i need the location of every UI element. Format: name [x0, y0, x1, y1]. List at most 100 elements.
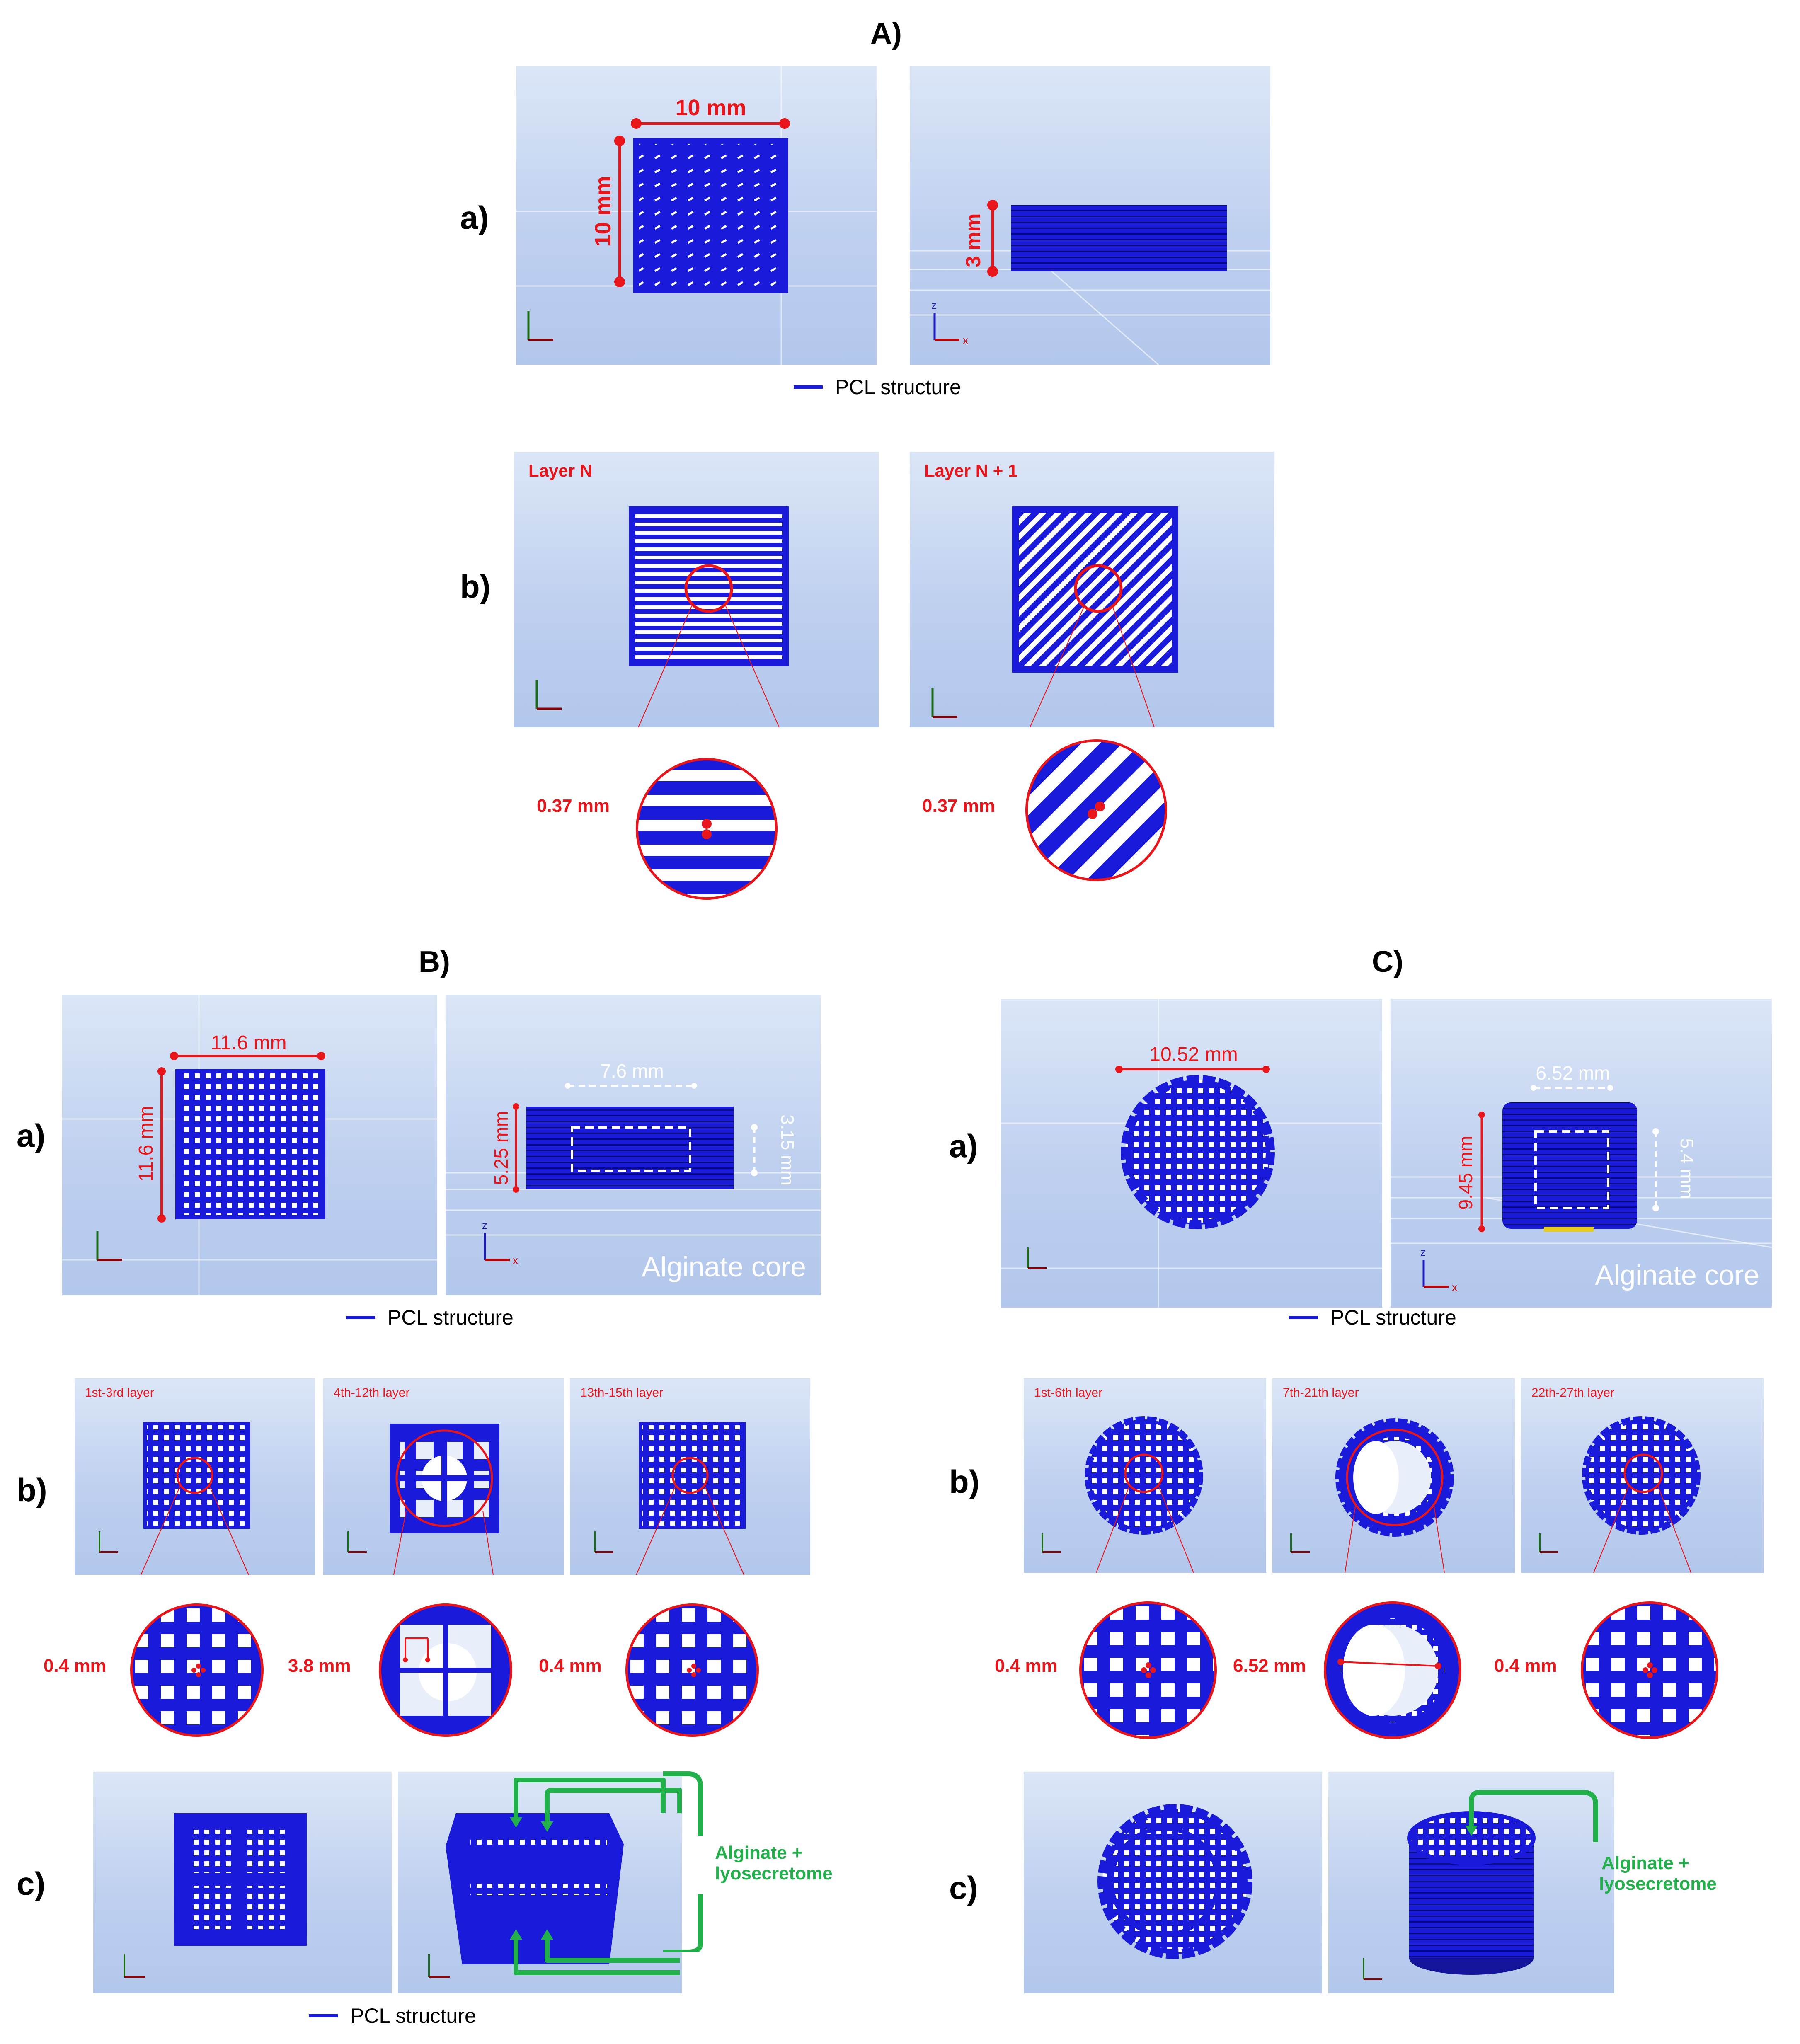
- panel-b-top-view: 11.6 mm 11.6 mm: [62, 995, 437, 1295]
- zoom-c-3: [1581, 1601, 1718, 1739]
- legend-a: PCL structure: [794, 375, 961, 399]
- axis-icon: zx: [931, 299, 968, 346]
- legend-swatch: [346, 1316, 375, 1319]
- panel-b-filled-top: [93, 1772, 392, 1993]
- alginate-core-outline: [1534, 1130, 1609, 1209]
- c-fill-arrow-outer: Alginate + lyosecretome: [1563, 1790, 1717, 1894]
- svg-text:x: x: [513, 1254, 518, 1267]
- layer-label: 1st-3rd layer: [85, 1386, 154, 1400]
- zoom-circle: [1074, 564, 1123, 613]
- zoom-b-1-label: 0.4 mm: [44, 1656, 107, 1676]
- layer-label: 13th-15th layer: [580, 1386, 663, 1400]
- zoom-b-3: [625, 1603, 759, 1737]
- svg-text:z: z: [482, 1219, 487, 1231]
- dim-b-core-width: 7.6 mm: [600, 1060, 664, 1082]
- section-c-title: C): [1372, 945, 1403, 978]
- dim-c-core-width: 6.52 mm: [1536, 1062, 1610, 1084]
- section-a-title: A): [870, 17, 902, 50]
- legend-swatch: [794, 385, 823, 389]
- panel-c-layer-1: 1st-6th layer: [1024, 1378, 1266, 1573]
- panel-b-layer-1: 1st-3rd layer: [75, 1378, 315, 1575]
- zoom-c-1: [1079, 1601, 1217, 1739]
- layer-n-label: Layer N: [528, 461, 592, 480]
- b-fill-label-1: Alginate +: [715, 1843, 803, 1863]
- panel-a-top-view: 10 mm 10 mm: [516, 66, 877, 365]
- legend-c: PCL structure: [1289, 1305, 1456, 1330]
- zoom-c-2-label: 6.52 mm: [1233, 1656, 1306, 1676]
- panel-b-layer-3: 13th-15th layer: [570, 1378, 810, 1575]
- row-c-a-label: a): [949, 1128, 978, 1164]
- dim-c-total-height: 9.45 mm: [1455, 1136, 1476, 1210]
- layer-n1-label: Layer N + 1: [924, 461, 1017, 480]
- panel-c-top-view: 10.52 mm: [1001, 999, 1382, 1308]
- dim-b-total-height: 5.25 mm: [490, 1111, 512, 1185]
- panel-b-filled-3d: [398, 1772, 682, 1993]
- svg-text:x: x: [1452, 1281, 1457, 1293]
- row-a-b-label: b): [460, 568, 491, 605]
- layer-label: 4th-12th layer: [334, 1386, 409, 1400]
- legend-label: PCL structure: [835, 375, 961, 399]
- panel-b-side-view: 7.6 mm 5.25 mm 3.15 mm Alginate core z x: [446, 995, 821, 1295]
- pore-size-n: 0.37 mm: [537, 796, 610, 816]
- svg-text:z: z: [1420, 1246, 1426, 1258]
- row-b-b-label: b): [17, 1472, 47, 1508]
- row-a-label: a): [460, 199, 489, 236]
- svg-text:x: x: [963, 334, 968, 346]
- zoom-circle: [684, 564, 733, 613]
- layer-label: 22th-27th layer: [1531, 1386, 1614, 1400]
- dim-a-thickness: 3 mm: [962, 213, 985, 268]
- pore-size-n1: 0.37 mm: [922, 796, 996, 816]
- dim-a-height: 10 mm: [591, 176, 615, 247]
- pcl-scaffold-side: [1502, 1102, 1637, 1229]
- b-fill-arrows-outer: Alginate + lyosecretome: [663, 1771, 833, 1952]
- svg-text:z: z: [931, 299, 937, 311]
- row-c-c-label: c): [949, 1870, 978, 1906]
- section-b-title: B): [419, 945, 450, 978]
- zoom-b-3-label: 0.4 mm: [539, 1656, 602, 1676]
- legend-label: PCL structure: [350, 2004, 476, 2027]
- panel-layer-n: Layer N: [514, 452, 879, 727]
- dim-c-diameter: 10.52 mm: [1149, 1044, 1238, 1066]
- zoom-c-2: [1324, 1601, 1461, 1739]
- legend-label: PCL structure: [1330, 1306, 1456, 1329]
- panel-c-side-view: 6.52 mm 9.45 mm 5.4 mm Alginate core z x: [1391, 999, 1772, 1308]
- panel-c-filled-top: [1024, 1772, 1322, 1993]
- pcl-scaffold-top: [1121, 1075, 1275, 1229]
- zoom-layer-n1: [1025, 739, 1167, 881]
- panel-b-layer-2: 4th-12th layer: [323, 1378, 564, 1575]
- panel-c-layer-3: 22th-27th layer: [1521, 1378, 1764, 1573]
- c-fill-label-2: lyosecretome: [1599, 1874, 1717, 1894]
- zoom-c-3-label: 0.4 mm: [1494, 1656, 1557, 1676]
- alginate-core-label: Alginate core: [642, 1251, 806, 1283]
- layer-label: 7th-21th layer: [1283, 1386, 1359, 1400]
- axis-icon: [527, 311, 553, 341]
- pcl-scaffold-side: [1011, 205, 1227, 271]
- pcl-scaffold-top: [175, 1069, 325, 1219]
- b-fill-label-2: lyosecretome: [715, 1863, 833, 1884]
- layer-label: 1st-6th layer: [1034, 1386, 1102, 1400]
- pcl-scaffold-side: [526, 1107, 734, 1189]
- legend-label: PCL structure: [388, 1306, 514, 1329]
- dim-c-core-height: 5.4 mm: [1676, 1138, 1697, 1199]
- panel-c-filled-3d: [1328, 1772, 1614, 1993]
- zoom-b-1: [130, 1603, 264, 1737]
- row-b-c-label: c): [17, 1865, 46, 1902]
- legend-swatch: [1289, 1316, 1318, 1319]
- panel-layer-n1: Layer N + 1: [910, 452, 1274, 727]
- row-c-b-label: b): [949, 1463, 980, 1500]
- dim-b-core-height: 3.15 mm: [777, 1114, 797, 1185]
- dim-b-height: 11.6 mm: [135, 1106, 157, 1182]
- dim-a-width: 10 mm: [675, 95, 746, 120]
- row-b-a-label: a): [17, 1117, 46, 1154]
- legend-b-bottom: PCL structure: [309, 2004, 476, 2028]
- pcl-scaffold-top: [633, 138, 788, 293]
- alginate-core-outline: [571, 1126, 691, 1172]
- c-fill-label-1: Alginate +: [1601, 1853, 1689, 1873]
- dim-b-width: 11.6 mm: [211, 1032, 286, 1054]
- zoom-b-2: [379, 1603, 512, 1737]
- legend-swatch: [309, 2014, 338, 2017]
- alginate-core-label: Alginate core: [1595, 1259, 1759, 1291]
- zoom-c-1-label: 0.4 mm: [995, 1656, 1058, 1676]
- panel-c-layer-2: 7th-21th layer: [1272, 1378, 1515, 1573]
